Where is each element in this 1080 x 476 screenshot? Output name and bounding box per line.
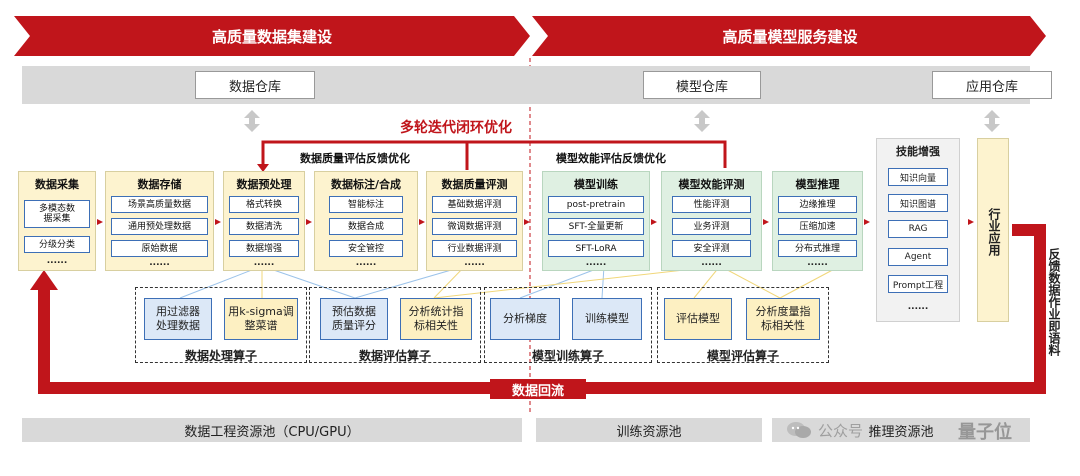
stage-item: 分级分类 — [24, 236, 90, 253]
pool-training: 训练资源池 — [536, 418, 762, 442]
stage-title: 数据预处理 — [236, 178, 292, 191]
stage-item: 安全管控 — [329, 240, 403, 257]
operator-links-yellow — [261, 265, 841, 299]
skills-more: ...... — [907, 302, 929, 312]
stage-item: 基础数据评测 — [432, 196, 517, 213]
stage-arrows — [97, 219, 974, 225]
watermark-brand: 量子位 — [958, 422, 1012, 443]
stage-item: SFT-全量更新 — [548, 218, 644, 235]
updown-arrows — [244, 110, 1000, 132]
stage-item: SFT-LoRA — [548, 240, 644, 257]
operator-group-label: 模型训练算子 — [531, 349, 604, 363]
stage-item: 边缘推理 — [778, 196, 857, 213]
industry-app-label: 行业应用 — [987, 208, 1001, 256]
operator-group-label: 模型评估算子 — [706, 349, 779, 363]
stage-title: 数据标注/合成 — [330, 178, 402, 191]
stage-item: 安全评测 — [672, 240, 751, 257]
stage-preprocessing: 数据预处理 格式转换 数据清洗 数据增强 ...... — [223, 171, 305, 271]
pool-inference: 推理资源池 — [772, 418, 1030, 442]
banner-left: 高质量数据集建设 — [211, 27, 332, 46]
operator-box: 分析梯度 — [490, 298, 560, 340]
watermark-wechat: 公众号 · — [818, 422, 873, 440]
operator-group-data-processing — [135, 287, 307, 363]
stage-item: 业务评测 — [672, 218, 751, 235]
stage-item: 格式转换 — [229, 196, 299, 213]
stage-item: 性能评测 — [672, 196, 751, 213]
skill-item: RAG — [888, 220, 948, 238]
industry-app-panel — [977, 138, 1009, 322]
operator-group-data-eval — [309, 287, 481, 363]
stage-model-training: 模型训练 post-pretrain SFT-全量更新 SFT-LoRA ...… — [542, 171, 650, 271]
stage-labeling: 数据标注/合成 智能标注 数据合成 安全管控 ...... — [314, 171, 418, 271]
operator-links-blue — [179, 265, 605, 299]
stage-item: 多模态数 据采集 — [24, 200, 90, 228]
stage-model-inference: 模型推理 边缘推理 压缩加速 分布式推理 ...... — [772, 171, 863, 271]
stage-model-eval: 模型效能评测 性能评测 业务评测 安全评测 ...... — [661, 171, 762, 271]
data-repository: 数据仓库 — [195, 71, 315, 99]
banner-right: 高质量模型服务建设 — [722, 27, 858, 46]
skill-item: Agent — [888, 248, 948, 266]
stage-title: 数据存储 — [137, 178, 182, 191]
model-repository: 模型仓库 — [643, 71, 761, 99]
stage-more: ...... — [464, 258, 485, 268]
stage-title: 模型推理 — [795, 178, 840, 191]
stage-item: post-pretrain — [548, 196, 644, 213]
skill-item: 知识向量 — [888, 168, 948, 186]
stage-item: 通用预处理数据 — [111, 218, 208, 235]
operator-box: 用k-sigma调 整菜谱 — [224, 298, 298, 340]
stage-more: ...... — [253, 258, 275, 268]
stage-title: 模型效能评测 — [678, 178, 745, 191]
pool-data-engineering: 数据工程资源池（CPU/GPU） — [22, 418, 522, 442]
stage-item: 数据增强 — [229, 240, 299, 257]
stage-item: 智能标注 — [329, 196, 403, 213]
repository-band — [22, 66, 1030, 104]
operator-box: 分析统计指 标相关性 — [400, 298, 472, 340]
operator-box: 训练模型 — [572, 298, 642, 340]
operator-group-label: 数据评估算子 — [358, 349, 431, 363]
banner-right-shape — [532, 16, 1046, 56]
backflow-path — [38, 224, 1046, 394]
operator-box: 用过滤器 处理数据 — [144, 298, 212, 340]
operator-box: 评估模型 — [664, 298, 732, 340]
model-feedback-label: 模型效能评估反馈优化 — [556, 152, 666, 165]
outer-loop-line — [261, 140, 727, 168]
stage-data-collection: 数据采集 多模态数 据采集 分级分类 ...... — [18, 171, 96, 271]
stage-data-quality: 数据质量评测 基础数据评测 微调数据评测 行业数据评测 ...... — [426, 171, 523, 271]
data-feedback-label: 数据质量评估反馈优化 — [300, 152, 410, 165]
stage-data-storage: 数据存储 场景高质量数据 通用预处理数据 原始数据 ...... — [105, 171, 214, 271]
feedback-side-label: 反馈数据作业即语料 — [1047, 248, 1061, 356]
stage-item: 分布式推理 — [778, 240, 857, 257]
stage-title: 模型训练 — [574, 178, 618, 191]
stage-item: 微调数据评测 — [432, 218, 517, 235]
app-repository: 应用仓库 — [932, 71, 1052, 99]
stage-more: ...... — [355, 258, 377, 268]
stage-more: ...... — [701, 258, 722, 268]
skill-item: Prompt工程 — [888, 275, 948, 293]
stage-item: 数据清洗 — [229, 218, 299, 235]
operator-group-label: 数据处理算子 — [184, 349, 257, 363]
skill-item: 知识图谱 — [888, 194, 948, 212]
stage-more: ...... — [585, 258, 607, 268]
stage-item: 场景高质量数据 — [111, 196, 208, 213]
banner-left-shape — [14, 16, 530, 56]
stage-more: ...... — [807, 258, 828, 268]
stage-item: 原始数据 — [111, 240, 208, 257]
backflow-label: 数据回流 — [511, 384, 564, 399]
operator-box: 预估数据 质量评分 — [320, 298, 388, 340]
stage-item: 行业数据评测 — [432, 240, 517, 257]
stage-item: 压缩加速 — [778, 218, 857, 235]
operator-group-model-eval — [657, 287, 829, 363]
skills-title: 技能增强 — [896, 145, 940, 158]
outer-loop-label: 多轮迭代闭环优化 — [400, 120, 512, 136]
stage-title: 数据质量评测 — [441, 178, 508, 191]
wechat-icon — [786, 420, 812, 440]
stage-item: 数据合成 — [329, 218, 403, 235]
operator-box: 分析度量指 标相关性 — [746, 298, 820, 340]
stage-more: ...... — [149, 258, 170, 268]
stage-title: 数据采集 — [35, 178, 79, 191]
stage-more: ...... — [46, 256, 68, 266]
operator-group-model-training — [484, 287, 652, 363]
